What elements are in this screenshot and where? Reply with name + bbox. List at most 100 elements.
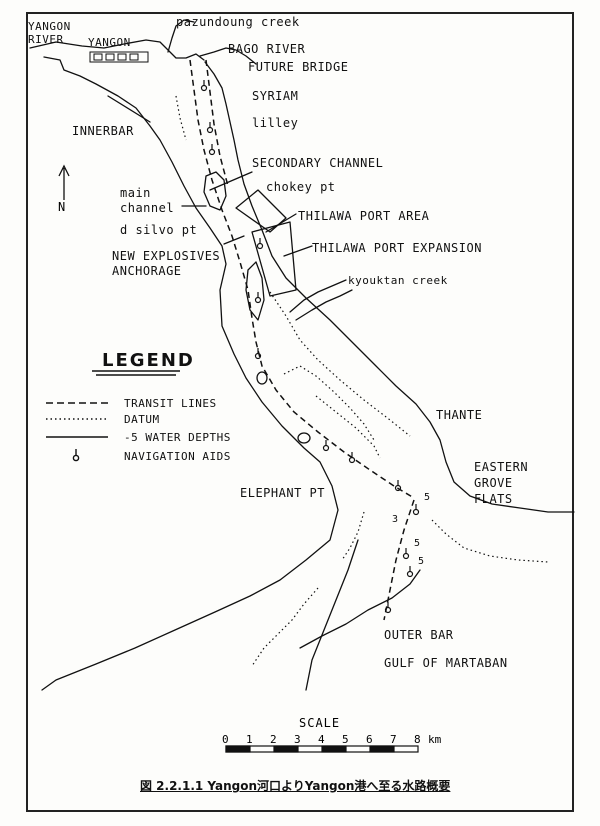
datum-line [251,587,319,667]
transit-line [189,59,415,499]
navigation-aid-icon [348,452,356,464]
gulf-shore-line [305,539,359,691]
legend-navigation-aid-icon [72,449,80,462]
label-d-silvo-pt: d silvo pt [120,223,198,237]
datum-line [175,95,187,141]
mid-channel-island [245,261,265,321]
scale-tick: 1 [246,733,253,746]
leader-line [223,235,245,245]
scale-tick: 4 [318,733,325,746]
label-elephant-pt: ELEPHANT PT [240,486,325,500]
navigation-aid-icon [256,238,264,250]
label-anchorage: ANCHORAGE [112,264,182,278]
bago-river-line [199,47,257,65]
city-block-icon [117,53,127,61]
kyouktan-creek-line [295,289,353,321]
north-arrow-icon [58,164,70,200]
map-frame [26,12,574,812]
label-syriam: SYRIAM [252,89,299,103]
datum-line [315,395,381,459]
datum-line [431,519,549,563]
navigation-aid-icon [394,480,402,492]
label-kyouktan-creek: kyouktan creek [348,274,448,287]
scale-tick: 6 [366,733,373,746]
scale-tick: 8 [414,733,421,746]
navigation-aid-icon [384,602,392,614]
scale-bar-segment [321,745,347,753]
depth-mark: 5 [418,556,425,567]
thilawa-port-area-boundary [235,189,287,233]
label-flats: FLATS [474,492,513,506]
scale-bar-segment [225,745,251,753]
leader-line [265,213,297,233]
kyouktan-creek-line [289,279,347,313]
depth-mark: 5 [414,538,421,549]
scale-tick: 5 [342,733,349,746]
city-block-icon [89,51,149,63]
scale-tick: 7 [390,733,397,746]
east-bank-line [204,61,575,513]
scale-tick: 0 [222,733,229,746]
label-chokey-pt: chokey pt [266,180,336,194]
city-block-icon [105,53,115,61]
label-main-channel: main channel [120,186,175,215]
navigation-aid-icon [200,80,208,92]
shoal-1 [256,371,268,385]
scale-bar-segment [369,745,395,753]
label-yangon-river: YANGON RIVER [28,20,71,47]
city-block-icon [93,53,103,61]
label-thilawa-port-expansion: THILAWA PORT EXPANSION [312,241,482,255]
pazundoung-creek-line [167,19,195,53]
leader-line [283,245,313,257]
depth-mark: 5 [424,492,431,503]
datum-line [269,291,411,437]
legend-transit-label: TRANSIT LINES [124,397,217,410]
scale-bar-segment [273,745,299,753]
leader-line [209,171,253,191]
transit-line [205,59,229,187]
legend-underline [92,370,180,376]
depth-mark: 3 [392,514,399,525]
figure-caption: 図 2.2.1.1 Yangon河口よりYangon港へ至る水路概要 [140,779,451,793]
navigation-aid-icon [412,504,420,516]
label-new-explosives: NEW EXPLOSIVES [112,249,221,263]
datum-line [341,511,365,561]
legend-navigation-label: NAVIGATION AIDS [124,450,231,463]
label-grove: GROVE [474,476,513,490]
scale-unit: km [428,733,442,746]
label-eastern: EASTERN [474,460,529,474]
yangon-shore-line [29,39,205,61]
secondary-channel-island [203,171,227,211]
label-thante: THANTE [436,408,483,422]
navigation-aid-icon [402,548,410,560]
label-yangon: YANGON [88,36,131,49]
label-gulf-of-martaban: GULF OF MARTABAN [384,656,508,670]
legend-title: LEGEND [102,350,195,371]
scale-tick: 2 [270,733,277,746]
datum-line [283,365,375,441]
city-block-icon [129,53,139,61]
navigation-aid-icon [254,348,262,360]
label-pazundoung-creek: pazundoung creek [176,15,300,29]
leader-line [107,95,151,123]
label-bago-river: BAGO RIVER [228,42,306,56]
legend-datum-label: DATUM [124,413,160,426]
scale-tick: 3 [294,733,301,746]
scale-title: SCALE [299,716,341,730]
navigation-aid-icon [406,566,414,578]
north-label: N [58,200,66,214]
label-innerbar: INNERBAR [72,124,134,138]
transit-line [383,499,415,621]
shoal-2 [297,432,311,444]
navigation-aid-icon [254,292,262,304]
west-bank-line [41,56,339,691]
label-future-bridge: FUTURE BRIDGE [248,60,349,74]
label-lilley: lilley [252,116,299,130]
navigation-aid-icon [322,440,330,452]
legend-depth-label: -5 WATER DEPTHS [124,431,231,444]
label-thilawa-port-area: THILAWA PORT AREA [298,209,430,223]
label-secondary-channel: SECONDARY CHANNEL [252,156,384,170]
navigation-aid-icon [208,144,216,156]
label-outer-bar: OUTER BAR [384,628,454,642]
